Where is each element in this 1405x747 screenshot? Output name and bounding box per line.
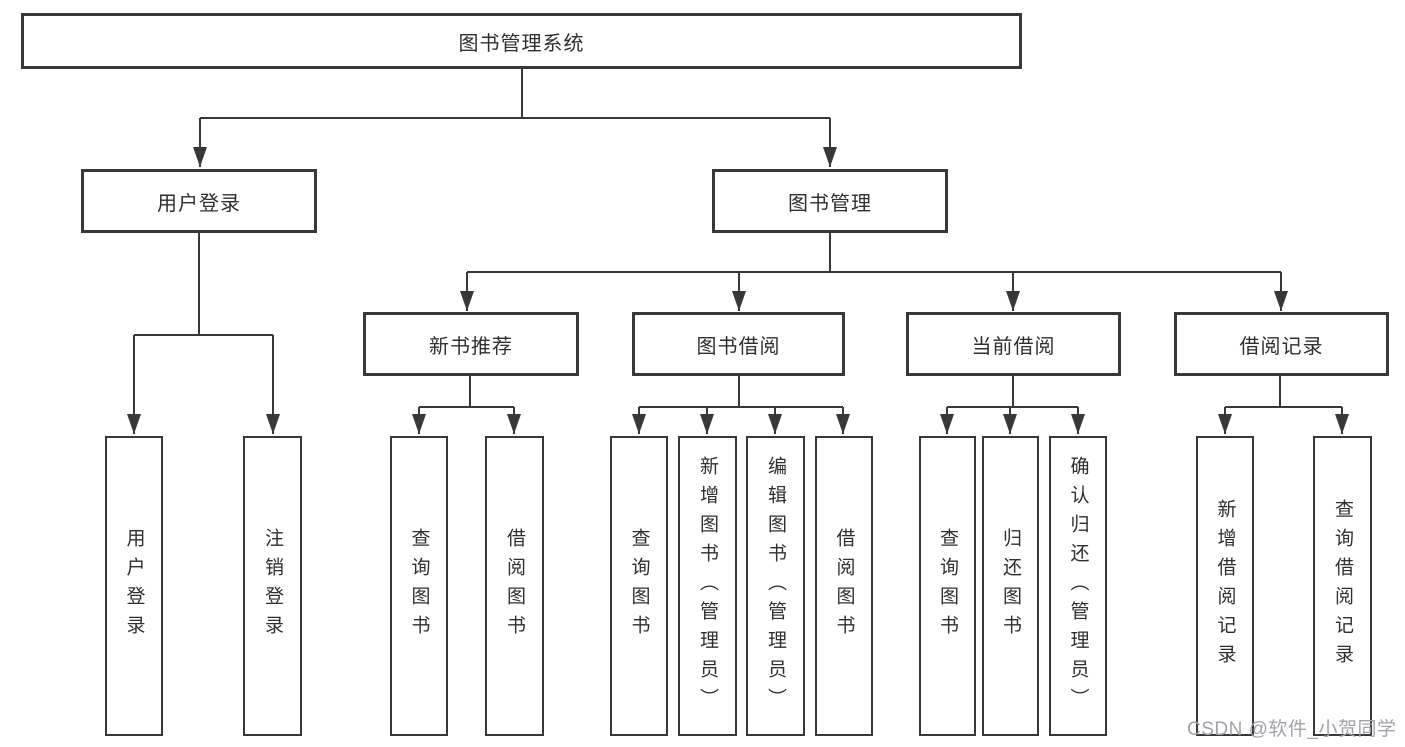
connector-arrows xyxy=(127,118,1349,434)
leaf-user-login: 用户登录 xyxy=(105,436,163,736)
leaf-edit-book-admin: 编辑图书（管理员） xyxy=(746,436,805,736)
leaf-confirm-return-admin: 确认归还（管理员） xyxy=(1049,436,1107,736)
leaf-logout: 注销登录 xyxy=(243,436,302,736)
node-new-book-recommend: 新书推荐 xyxy=(363,312,579,376)
leaf-user-login-label: 用户登录 xyxy=(123,528,145,644)
node-book-borrow: 图书借阅 xyxy=(632,312,845,376)
node-book-borrow-label: 图书借阅 xyxy=(696,335,781,358)
leaf-borrow-book-label: 借阅图书 xyxy=(833,528,855,644)
node-root-label: 图书管理系统 xyxy=(458,32,585,55)
node-current-borrow: 当前借阅 xyxy=(906,312,1121,376)
leaf-add-borrow-record-label: 新增借阅记录 xyxy=(1214,499,1236,673)
node-borrow-records-label: 借阅记录 xyxy=(1239,335,1324,358)
leaf-query-book-recommend: 查询图书 xyxy=(390,436,448,736)
leaf-confirm-return-admin-label: 确认归还（管理员） xyxy=(1067,455,1089,717)
leaf-return-book-label: 归还图书 xyxy=(1000,528,1021,644)
leaf-return-book: 归还图书 xyxy=(982,436,1039,736)
node-user-login: 用户登录 xyxy=(81,169,317,233)
leaf-borrow-book-recommend: 借阅图书 xyxy=(485,436,544,736)
leaf-edit-book-admin-label: 编辑图书（管理员） xyxy=(765,455,786,717)
connector-trunks xyxy=(134,69,1342,408)
leaf-add-book-admin: 新增图书（管理员） xyxy=(678,436,737,736)
node-root: 图书管理系统 xyxy=(21,13,1022,69)
leaf-logout-label: 注销登录 xyxy=(262,528,283,644)
csdn-watermark: CSDN @软件_小贺同学 xyxy=(1187,719,1397,740)
node-book-management: 图书管理 xyxy=(712,169,948,233)
leaf-borrow-book-recommend-label: 借阅图书 xyxy=(504,528,525,644)
leaf-add-book-admin-label: 新增图书（管理员） xyxy=(697,455,718,717)
leaf-query-book-recommend-label: 查询图书 xyxy=(408,528,430,644)
leaf-borrow-book: 借阅图书 xyxy=(815,436,873,736)
leaf-query-book-current: 查询图书 xyxy=(919,436,976,736)
leaf-add-borrow-record: 新增借阅记录 xyxy=(1196,436,1254,736)
leaf-query-book-borrow: 查询图书 xyxy=(610,436,668,736)
leaf-query-borrow-record: 查询借阅记录 xyxy=(1313,436,1372,736)
leaf-query-book-borrow-label: 查询图书 xyxy=(628,528,650,644)
node-new-book-recommend-label: 新书推荐 xyxy=(429,335,513,358)
leaf-query-borrow-record-label: 查询借阅记录 xyxy=(1332,499,1353,673)
node-user-login-label: 用户登录 xyxy=(157,192,241,215)
leaf-query-book-current-label: 查询图书 xyxy=(937,528,958,644)
node-borrow-records: 借阅记录 xyxy=(1174,312,1389,376)
node-current-borrow-label: 当前借阅 xyxy=(971,335,1056,358)
node-book-management-label: 图书管理 xyxy=(788,192,872,215)
